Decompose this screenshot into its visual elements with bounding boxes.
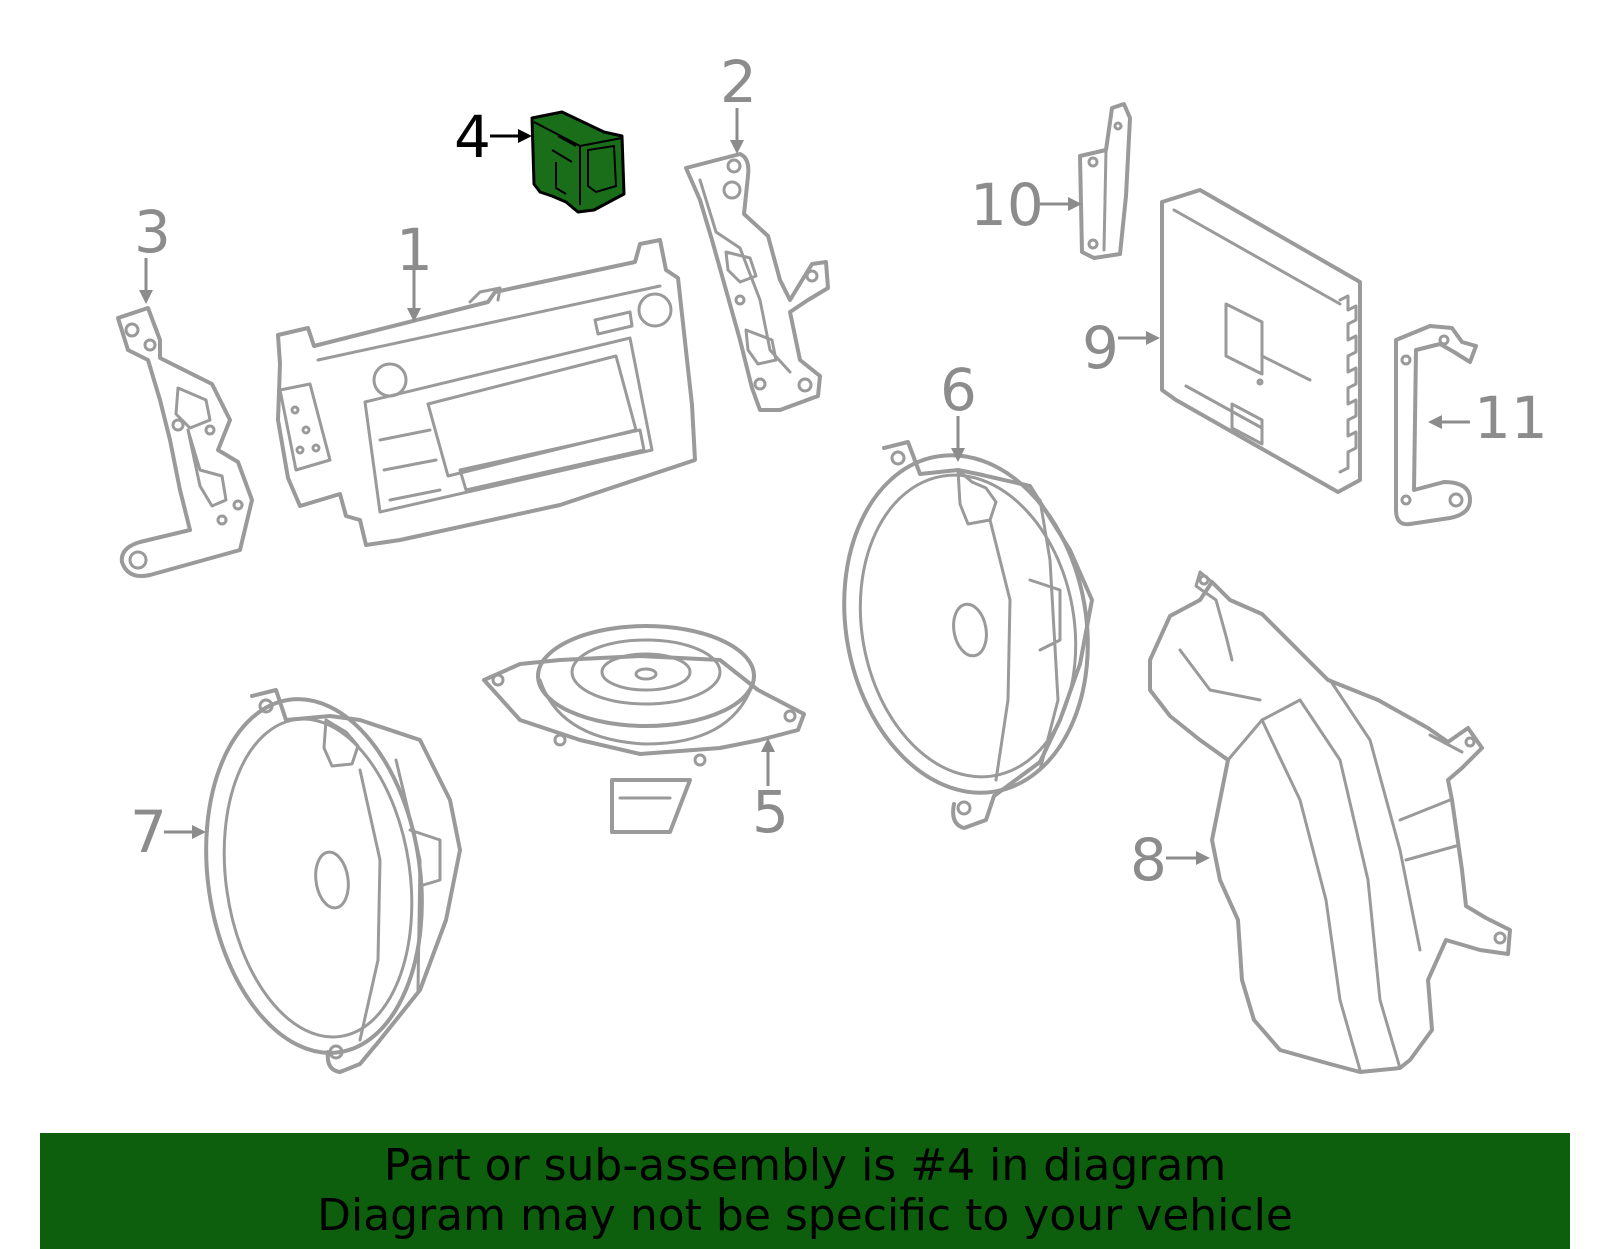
footer-banner: Part or sub-assembly is #4 in diagram Di… (40, 1133, 1570, 1249)
callout-6: 6 (940, 356, 977, 424)
part-5-speaker[interactable] (482, 624, 806, 834)
footer-line-disclaimer: Diagram may not be specific to your vehi… (317, 1190, 1293, 1241)
footer-line-part-note: Part or sub-assembly is #4 in diagram (383, 1140, 1227, 1191)
part-3-left-bracket[interactable] (116, 306, 254, 579)
part-2-right-bracket[interactable] (684, 152, 830, 412)
callout-5: 5 (752, 778, 789, 846)
part-7-speaker[interactable] (184, 685, 462, 1074)
part-8-subwoofer-box[interactable] (1148, 570, 1512, 1074)
part-11-u-bracket[interactable] (1394, 324, 1478, 527)
callout-8: 8 (1130, 826, 1167, 894)
part-9-amplifier[interactable] (1160, 188, 1362, 494)
part-4-body (530, 110, 626, 214)
part-6-speaker[interactable] (818, 436, 1113, 830)
callout-3: 3 (134, 198, 171, 266)
part-1-head-unit[interactable] (276, 238, 697, 547)
part-10-small-bracket[interactable] (1078, 102, 1132, 260)
callout-10: 10 (970, 171, 1044, 239)
callout-7: 7 (130, 798, 167, 866)
callout-9: 9 (1082, 314, 1119, 382)
callout-11: 11 (1474, 384, 1548, 452)
callout-2: 2 (720, 48, 757, 116)
part-4-highlighted-module[interactable] (530, 110, 626, 214)
callout-4: 4 (454, 103, 491, 171)
